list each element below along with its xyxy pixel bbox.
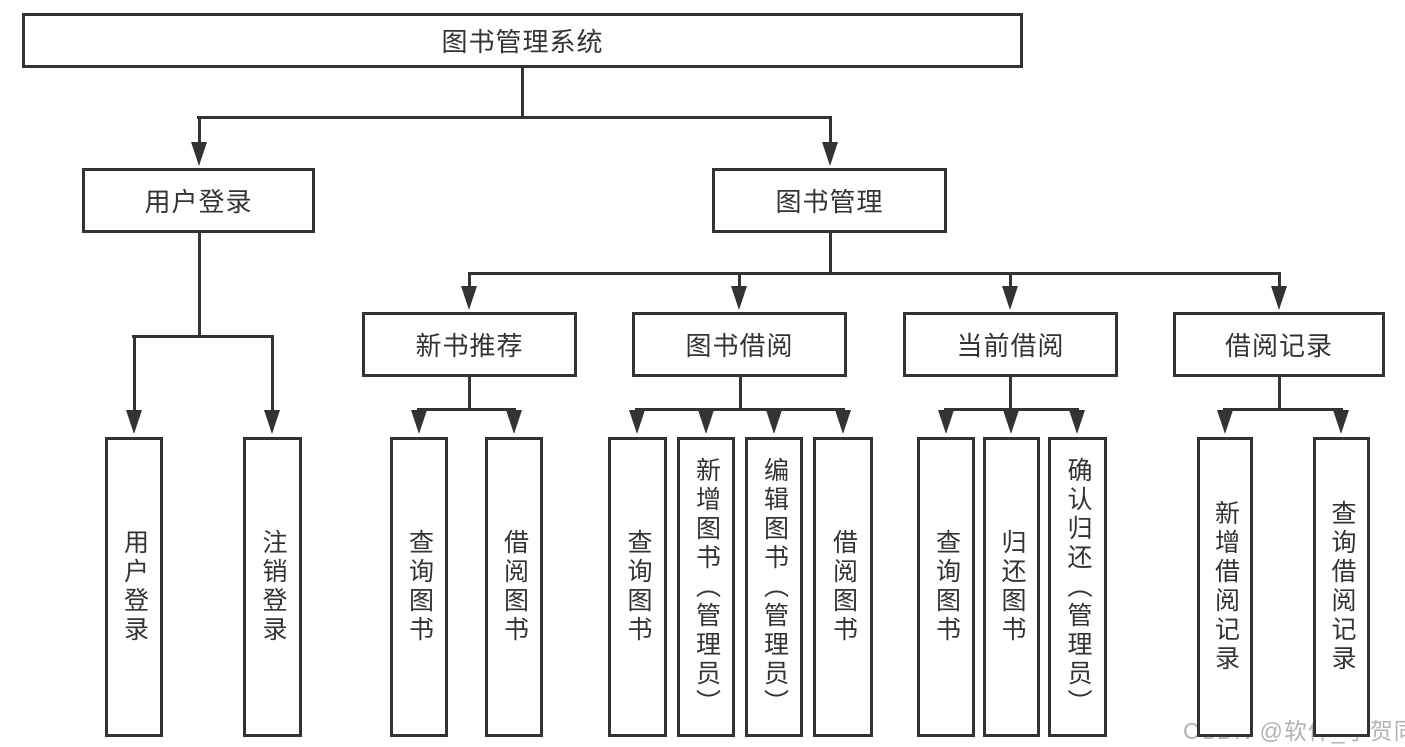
arrow-down-icon: [698, 410, 714, 434]
node-label: 新书推荐: [415, 331, 524, 361]
node-label: 新增借阅记录: [1211, 500, 1240, 674]
group-book-borrowing: 图书借阅: [632, 312, 847, 377]
connector-line: [417, 407, 516, 411]
connector-line: [738, 377, 742, 409]
arrow-stem: [1008, 273, 1012, 298]
arrow-down-icon: [1002, 286, 1018, 310]
node-label: 查询图书: [405, 529, 434, 645]
node-label: 查询图书: [624, 529, 652, 645]
connector-line: [197, 115, 832, 119]
arrow-stem: [1277, 273, 1281, 298]
arrow-stem: [737, 273, 741, 298]
group-current-borrowing: 当前借阅: [903, 312, 1118, 377]
leaf-add-borrow-record: 新增借阅记录: [1197, 437, 1253, 737]
leaf-return-book: 归还图书: [983, 437, 1040, 737]
connector-line: [467, 377, 471, 409]
leaf-edit-book-admin: 编辑图书（管理员）: [745, 437, 803, 737]
leaf-query-book-c: 查询图书: [917, 437, 975, 737]
leaf-borrow-book-a: 借阅图书: [485, 437, 543, 737]
arrow-stem: [828, 117, 832, 154]
arrow-stem: [197, 117, 201, 154]
connector-line: [635, 407, 845, 411]
node-label: 图书借阅: [685, 331, 794, 361]
arrow-down-icon: [1003, 410, 1019, 434]
connector-line: [1223, 407, 1343, 411]
node-label: 查询图书: [932, 529, 961, 645]
node-label: 当前借阅: [956, 331, 1065, 361]
group-new-book-recommend: 新书推荐: [362, 312, 577, 377]
arrow-down-icon: [1217, 410, 1233, 434]
group-borrowing-records: 借阅记录: [1173, 312, 1385, 377]
connector-line: [1277, 377, 1281, 409]
node-label: 借阅记录: [1224, 331, 1333, 361]
leaf-confirm-return: 确认归还（管理员）: [1048, 437, 1107, 737]
connector-line: [828, 233, 832, 273]
arrow-down-icon: [731, 286, 747, 310]
leaf-logout: 注销登录: [243, 437, 302, 737]
arrow-down-icon: [264, 410, 280, 434]
branch-book-management: 图书管理: [712, 168, 947, 233]
arrow-down-icon: [506, 410, 522, 434]
node-label: 编辑图书（管理员）: [760, 456, 789, 718]
connector-line: [468, 271, 1281, 275]
node-label: 图书管理: [775, 187, 884, 217]
node-label: 用户登录: [120, 529, 149, 645]
arrow-down-icon: [835, 410, 851, 434]
node-label: 确认归还（管理员）: [1064, 456, 1092, 718]
leaf-user-login: 用户登录: [105, 437, 163, 737]
branch-user-login: 用户登录: [82, 168, 315, 233]
node-label: 查询借阅记录: [1328, 500, 1356, 674]
arrow-down-icon: [126, 410, 142, 434]
node-label: 归还图书: [998, 529, 1026, 645]
node-label: 借阅图书: [829, 529, 858, 645]
leaf-query-borrow-record: 查询借阅记录: [1313, 437, 1370, 737]
arrow-down-icon: [461, 286, 477, 310]
leaf-query-book-b: 查询图书: [608, 437, 667, 737]
arrow-down-icon: [411, 410, 427, 434]
arrow-stem: [270, 336, 274, 422]
arrow-down-icon: [822, 142, 838, 166]
arrow-down-icon: [191, 142, 207, 166]
node-label: 借阅图书: [500, 529, 529, 645]
leaf-add-book-admin: 新增图书（管理员）: [677, 437, 735, 737]
connector-line: [520, 68, 524, 117]
arrow-down-icon: [1271, 286, 1287, 310]
arrow-down-icon: [629, 410, 645, 434]
arrow-stem: [467, 273, 471, 298]
root-system: 图书管理系统: [22, 13, 1023, 68]
arrow-down-icon: [1333, 410, 1349, 434]
arrow-down-icon: [938, 410, 954, 434]
leaf-query-book-a: 查询图书: [390, 437, 448, 737]
node-label: 图书管理系统: [441, 27, 604, 57]
connector-line: [1008, 377, 1012, 409]
arrow-down-icon: [1069, 410, 1085, 434]
node-label: 注销登录: [259, 529, 287, 645]
node-label: 新增图书（管理员）: [692, 456, 721, 718]
arrow-stem: [132, 336, 136, 422]
connector-line: [197, 233, 201, 336]
leaf-borrow-book-b: 借阅图书: [813, 437, 873, 737]
connector-line: [132, 334, 274, 338]
arrow-down-icon: [766, 410, 782, 434]
node-label: 用户登录: [144, 187, 253, 217]
